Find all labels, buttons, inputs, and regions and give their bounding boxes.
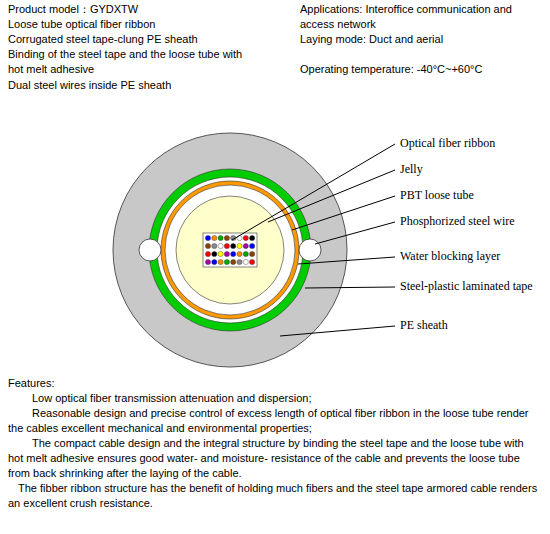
features-block: Features:Low optical fiber transmission … xyxy=(8,376,538,511)
fiber-dot xyxy=(205,235,210,240)
callout-label: Jelly xyxy=(400,162,423,177)
steel-wire xyxy=(299,239,321,261)
fiber-dot xyxy=(224,251,229,256)
leader-line xyxy=(292,196,395,230)
spec-line: Loose tube optical fiber ribbon xyxy=(8,17,268,32)
inner-ring xyxy=(157,177,303,323)
fiber-dot xyxy=(212,251,217,256)
fiber-dots xyxy=(205,235,254,264)
leader-line xyxy=(280,326,395,336)
callout-label: Phosphorized steel wire xyxy=(400,214,515,229)
fiber-dot xyxy=(205,259,210,264)
fiber-dot xyxy=(224,243,229,248)
fiber-dot xyxy=(237,243,242,248)
fiber-dot xyxy=(243,251,248,256)
fiber-dot xyxy=(218,259,223,264)
fiber-dot xyxy=(237,251,242,256)
fiber-dot xyxy=(231,259,236,264)
callout-label: PBT loose tube xyxy=(400,188,474,203)
fiber-dot xyxy=(212,235,217,240)
fiber-dot xyxy=(231,243,236,248)
spec-line: Dual steel wires inside PE sheath xyxy=(8,78,268,93)
fiber-dot xyxy=(250,243,255,248)
fiber-dot xyxy=(205,251,210,256)
feature-paragraph: Reasonable design and precise control of… xyxy=(8,406,538,436)
feature-paragraph: Low optical fiber transmission attenuati… xyxy=(8,391,538,406)
fiber-dot xyxy=(224,259,229,264)
steel-wire xyxy=(139,239,161,261)
callout-label: Steel-plastic laminated tape xyxy=(400,279,533,294)
feature-paragraph: The compact cable design and the integra… xyxy=(8,436,538,481)
pbt-loose-tube xyxy=(165,185,295,315)
fiber-dot xyxy=(250,259,255,264)
fiber-dot xyxy=(237,259,242,264)
fiber-dot xyxy=(243,259,248,264)
fiber-dot xyxy=(231,251,236,256)
jelly xyxy=(176,196,284,304)
fiber-dot xyxy=(218,235,223,240)
spec-line: Laying mode: Duct and aerial xyxy=(300,32,540,47)
callout-label: PE sheath xyxy=(400,318,448,333)
spec-line: Applications: Interoffice communication … xyxy=(300,2,540,32)
callout-label: Optical fiber ribbon xyxy=(400,136,495,151)
fiber-dot xyxy=(243,235,248,240)
fiber-dot xyxy=(212,243,217,248)
leader-line xyxy=(315,222,395,244)
spec-line: Operating temperature: -40°C~+60°C xyxy=(300,62,540,77)
steel-plastic-tape xyxy=(149,169,311,331)
spec-line: Binding of the steel tape and the loose … xyxy=(8,47,243,77)
leader-line xyxy=(305,287,395,288)
features-heading: Features: xyxy=(8,376,538,391)
callout-label: Water blocking layer xyxy=(400,249,500,264)
fiber-dot xyxy=(205,243,210,248)
product-model: Product model：GYDXTW xyxy=(8,2,268,17)
fiber-dot xyxy=(212,259,217,264)
fiber-dot xyxy=(243,243,248,248)
leader-line xyxy=(268,170,395,222)
water-blocking-layer xyxy=(161,181,299,319)
leader-line xyxy=(298,257,395,264)
fiber-dot xyxy=(218,243,223,248)
fiber-dot xyxy=(224,235,229,240)
fiber-dot xyxy=(250,251,255,256)
spec-line: Corrugated steel tape-clung PE sheath xyxy=(8,32,268,47)
fiber-ribbon-stack xyxy=(203,233,257,267)
fiber-dot xyxy=(250,235,255,240)
pe-sheath xyxy=(113,133,347,367)
fiber-dot xyxy=(218,251,223,256)
feature-paragraph: The fibber ribbon structure has the bene… xyxy=(8,481,538,511)
leader-line xyxy=(232,144,395,240)
